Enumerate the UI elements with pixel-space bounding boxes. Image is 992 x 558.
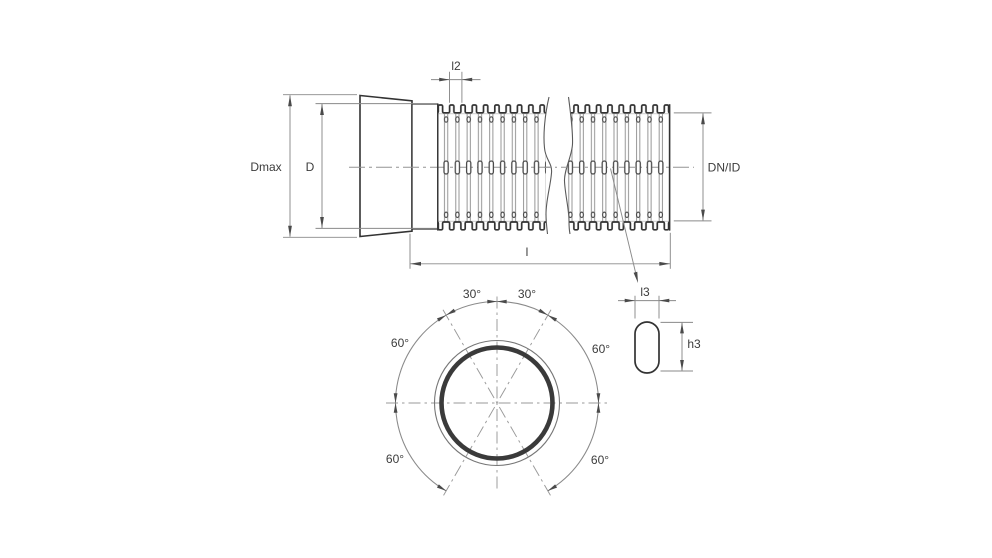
d-label: D [306,160,315,174]
dim-dnid [673,112,712,222]
dimensions-side-view [283,71,712,283]
end-view-pipe-ring [439,345,555,461]
l3-label: l3 [640,285,650,299]
angle-label-lower-left: 60° [386,452,404,466]
break-line-right [563,96,574,235]
angle-label-lower-right: 60° [591,453,609,467]
corrugated-section-right [557,100,670,236]
dim-h3 [660,321,693,372]
length-label: l [526,245,529,259]
dim-dmax [283,94,357,238]
pipe-break [543,96,574,235]
spigot-outline [411,103,439,230]
dim-length [409,232,671,269]
slot-detail [618,295,693,374]
dim-l3 [618,295,676,319]
corrugated-section-left [437,100,546,236]
angle-label-upper-left: 60° [391,336,409,350]
dmax-label: Dmax [250,160,281,174]
socket-outline [359,94,413,238]
angle-dimension-arc [394,300,600,492]
pipe-end-view [386,296,609,497]
pipe-side-view [349,94,694,238]
angle-label-upper-right: 60° [592,342,610,356]
h3-label: h3 [687,337,701,351]
slot-outline [634,321,660,374]
angle-label-top-left: 30° [463,287,481,301]
dim-l2 [431,71,481,103]
dim-d [315,103,437,229]
labels: Dmax D l2 l DN/ID l3 h3 30° 30° 60° 60° … [250,59,740,467]
break-line-left [543,96,553,235]
angle-label-top-right: 30° [518,287,536,301]
l2-label: l2 [451,59,461,73]
centerline-diagonal-right [442,309,552,497]
end-view-outer-circle [433,339,561,467]
slot-leader-line [610,168,638,283]
dnid-label: DN/ID [708,161,741,175]
